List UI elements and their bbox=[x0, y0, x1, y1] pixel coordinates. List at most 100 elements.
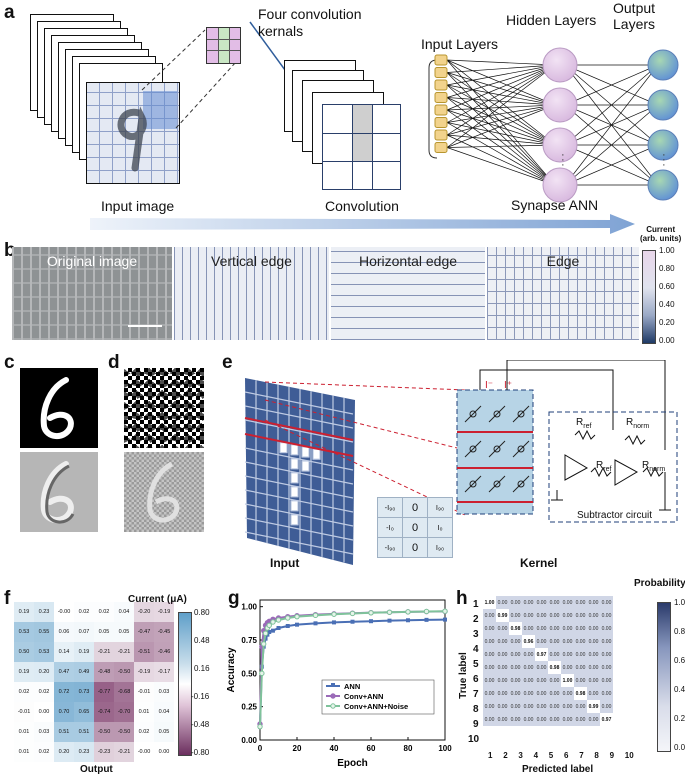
confusion-cell: 0.00 bbox=[522, 674, 535, 687]
km-cell: I₉₀ bbox=[427, 537, 453, 558]
svg-text:·: · bbox=[561, 154, 565, 166]
confusion-cell: 0.00 bbox=[483, 713, 496, 726]
heatmap-cell: -0.20 bbox=[134, 602, 154, 622]
synapse-line bbox=[446, 122, 556, 186]
memristor bbox=[493, 480, 501, 488]
hidden-node bbox=[542, 167, 578, 203]
confusion-cell: 0.00 bbox=[561, 648, 574, 661]
digit-pixel bbox=[290, 444, 299, 456]
row-label: 9 bbox=[473, 719, 479, 730]
confusion-cell: 0.98 bbox=[548, 661, 561, 674]
cb-h-tick: 0.40 bbox=[674, 685, 685, 694]
heatmap-cell: -0.01 bbox=[17, 709, 31, 715]
digit-pixel bbox=[301, 460, 310, 472]
panel-label-h: h bbox=[456, 588, 468, 609]
confusion-cell: 0.00 bbox=[522, 622, 535, 635]
row-label: 4 bbox=[473, 644, 479, 655]
mnist-digit-six bbox=[20, 368, 98, 448]
kernel-label-e: Kernel bbox=[520, 556, 558, 570]
synapse-line bbox=[446, 84, 556, 186]
synapse-line bbox=[564, 144, 659, 186]
cb-h-tick: 0.00 bbox=[674, 743, 685, 752]
confusion-cell: 0.00 bbox=[561, 635, 574, 648]
scale-bar bbox=[128, 325, 162, 327]
synapse-line bbox=[564, 104, 659, 186]
confusion-cell: 0.00 bbox=[574, 700, 587, 713]
legend-label: ANN bbox=[344, 682, 360, 691]
heatmap-cell: 0.00 bbox=[158, 749, 170, 755]
digit-pixel bbox=[290, 514, 299, 526]
legend-box bbox=[321, 679, 435, 715]
cb-b-tick: 0.00 bbox=[659, 336, 675, 345]
data-point bbox=[259, 670, 265, 677]
legend-label: Conv+ANN+Noise bbox=[344, 702, 408, 711]
confusion-cell: 0.00 bbox=[496, 674, 509, 687]
i-minus-label: I⁻ bbox=[485, 380, 494, 391]
km-cell: 0 bbox=[402, 537, 428, 558]
digit-pixel bbox=[290, 486, 299, 498]
memristor bbox=[512, 440, 530, 458]
data-point bbox=[275, 617, 282, 623]
synapse-line bbox=[446, 144, 556, 148]
memristor bbox=[469, 410, 477, 418]
col-label: 5 bbox=[548, 751, 554, 760]
input-node bbox=[434, 54, 448, 66]
confusion-cell: 0.00 bbox=[522, 609, 535, 622]
km-cell: I₉₀ bbox=[427, 497, 453, 518]
heatmap-cell: -0.45 bbox=[154, 622, 174, 642]
confusion-cell: 0.00 bbox=[535, 700, 548, 713]
heatmap-cell: 0.53 bbox=[14, 622, 34, 642]
synapse-line bbox=[446, 147, 556, 186]
heatmap-f-title: Current (μA) bbox=[128, 594, 187, 605]
data-point bbox=[406, 618, 410, 623]
confusion-cell: 0.98 bbox=[574, 687, 587, 700]
synapse-line bbox=[446, 64, 556, 73]
synapse-line bbox=[446, 72, 556, 146]
confusion-cell: 0.00 bbox=[574, 674, 587, 687]
synapse-line bbox=[446, 72, 556, 186]
data-point bbox=[442, 608, 448, 614]
heatmap-cell: -0.77 bbox=[94, 682, 114, 702]
heatmap-cell: -0.74 bbox=[94, 702, 114, 722]
heatmap-cell: 0.51 bbox=[74, 722, 94, 742]
synapse-line bbox=[446, 84, 556, 106]
confusion-cell: 0.00 bbox=[561, 661, 574, 674]
synapse-line bbox=[564, 64, 659, 186]
confusion-xlabel: Predicted label bbox=[522, 764, 594, 775]
confusion-cell: 0.00 bbox=[587, 661, 600, 674]
memristor bbox=[517, 480, 525, 488]
synapse-line bbox=[446, 64, 556, 136]
confusion-cell: 0.00 bbox=[561, 687, 574, 700]
input-node bbox=[434, 92, 448, 103]
heatmap-cell: 0.19 bbox=[74, 642, 94, 662]
x-tick-label: 100 bbox=[438, 744, 452, 753]
row-label: 8 bbox=[473, 704, 479, 715]
heatmap-cell: 0.20 bbox=[34, 662, 54, 682]
heatmap-cell: -0.17 bbox=[154, 662, 174, 682]
hidden-node bbox=[542, 47, 578, 83]
memristor bbox=[517, 410, 525, 418]
data-point bbox=[405, 609, 411, 615]
data-point bbox=[443, 617, 447, 622]
row-label: 1 bbox=[473, 599, 479, 610]
confusion-cell: 0.00 bbox=[496, 713, 509, 726]
confusion-cell: 0.00 bbox=[561, 596, 574, 609]
panel-label-a: a bbox=[4, 2, 15, 23]
synapse-line bbox=[446, 109, 556, 186]
heatmap-cell: -0.19 bbox=[134, 662, 154, 682]
output-layers-label: Output Layers bbox=[613, 0, 656, 32]
plot-frame bbox=[259, 599, 446, 741]
vertical-edge-label: Vertical edge bbox=[211, 253, 292, 269]
confusion-cell: 0.00 bbox=[522, 661, 535, 674]
memristor bbox=[488, 440, 506, 458]
km-cell: -I₉₀ bbox=[377, 497, 403, 518]
colorbar-f bbox=[178, 612, 192, 756]
heatmap-cell: 0.72 bbox=[54, 682, 74, 702]
heatmap-cell: 0.02 bbox=[138, 729, 150, 735]
confusion-cell: 0.00 bbox=[561, 609, 574, 622]
heatmap-cell: 0.05 bbox=[154, 722, 174, 742]
col-label: 10 bbox=[624, 751, 634, 760]
legend-marker bbox=[331, 683, 335, 687]
